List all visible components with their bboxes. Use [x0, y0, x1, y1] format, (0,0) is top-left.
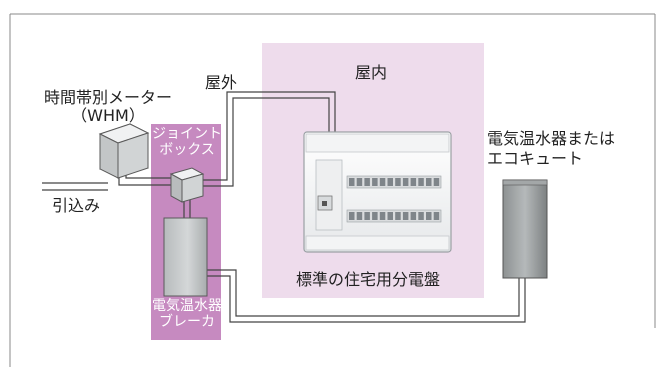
panel-breaker-slot [426, 178, 432, 186]
breaker-label: 電気温水器 ブレーカ [151, 298, 223, 330]
panel-breaker-slot [379, 212, 386, 220]
panel-breaker-slot [402, 178, 409, 186]
meter-label: 時間帯別メーター （WHM） [44, 89, 172, 125]
junction-box-label: ジョイント ボックス [151, 126, 223, 158]
panel-breaker-slot [395, 212, 401, 220]
water-heater [502, 179, 548, 279]
panel-breaker-slot [364, 212, 370, 220]
breaker-label-line2: ブレーカ [159, 314, 215, 330]
meter-box [98, 123, 150, 179]
panel-breaker-slot [402, 212, 409, 220]
panel-breaker-slot [418, 178, 424, 186]
breaker-label-line1: 電気温水器 [152, 298, 222, 314]
panel-breaker-slot [418, 212, 424, 220]
frame [9, 13, 656, 367]
meter-label-line1: 時間帯別メーター [44, 88, 173, 107]
panel-breaker-slot [410, 178, 417, 186]
distribution-panel [303, 131, 452, 253]
panel-breaker-slot [433, 178, 440, 186]
water-heater-label-line2: エコキュート [487, 149, 584, 168]
panel-label: 標準の住宅用分電盤 [296, 270, 441, 289]
outdoor-label: 屋外 [205, 73, 238, 92]
panel-breaker-slot [364, 178, 370, 186]
junction-box-label-line2: ボックス [159, 142, 215, 158]
breaker-box [163, 217, 208, 297]
panel-breaker-slot [387, 178, 393, 186]
panel-breaker-slot [372, 178, 378, 186]
panel-breaker-slot [433, 212, 440, 220]
indoor-label: 屋内 [355, 63, 388, 82]
panel-breaker-slot [372, 212, 378, 220]
panel-breaker-slot [387, 212, 393, 220]
panel-breaker-slot [426, 212, 432, 220]
panel-breaker-slot [349, 212, 355, 220]
panel-breaker-slot [356, 178, 363, 186]
service-in-label: 引込み [52, 196, 101, 215]
panel-breaker-slot [410, 212, 417, 220]
junction-box [169, 167, 205, 203]
water-heater-label-line1: 電気温水器または [487, 129, 616, 148]
meter-label-line2: （WHM） [71, 106, 145, 125]
junction-box-label-line1: ジョイント [152, 126, 222, 142]
panel-breaker-slot [395, 178, 401, 186]
water-heater-label: 電気温水器または エコキュート [487, 129, 615, 169]
panel-breaker-slot [349, 178, 355, 186]
panel-breaker-slot [379, 178, 386, 186]
panel-breaker-slot [356, 212, 363, 220]
